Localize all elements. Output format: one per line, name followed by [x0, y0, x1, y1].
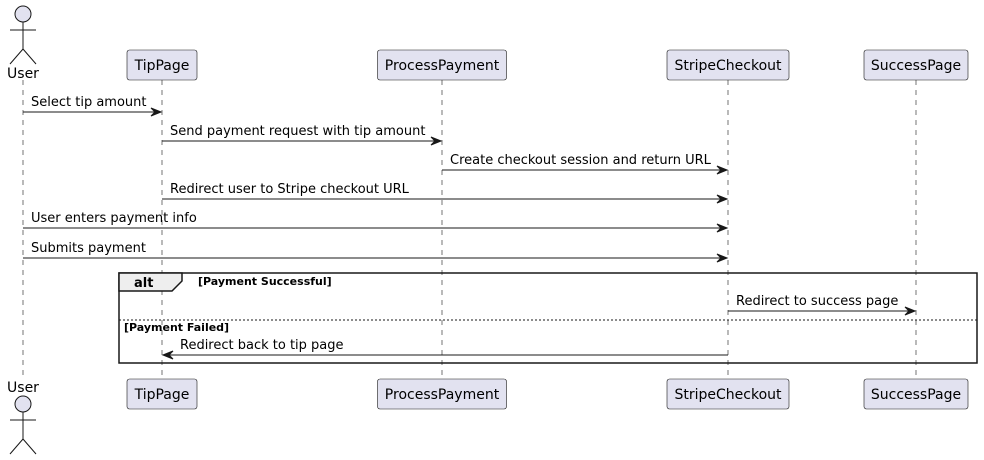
participant-box: [377, 49, 507, 81]
lifelines: [22, 80, 917, 379]
participant-user-bottom: User: [7, 380, 39, 455]
message-7: Redirect to success page: [728, 294, 917, 316]
participant-user-top: User: [7, 5, 39, 82]
message-arrowhead: [716, 165, 729, 175]
message-4: Redirect user to Stripe checkout URL: [162, 182, 729, 204]
message-label: User enters payment info: [31, 211, 197, 226]
message-label: Send payment request with tip amount: [170, 124, 425, 139]
participant-processpayment-top: ProcessPayment: [377, 49, 507, 81]
participant-label: TipPage: [134, 387, 190, 403]
message-label: Submits payment: [31, 241, 146, 256]
alt-condition-failed: [Payment Failed]: [124, 321, 229, 334]
participant-box: [863, 49, 969, 81]
participants: UserUserTipPageTipPageProcessPaymentProc…: [7, 5, 969, 455]
actor-leg-left: [9, 438, 24, 455]
message-8: Redirect back to tip page: [161, 338, 728, 360]
message-label: Redirect back to tip page: [180, 338, 344, 353]
participant-label: ProcessPayment: [385, 58, 500, 74]
message-2: Send payment request with tip amount: [162, 124, 443, 146]
message-label: Select tip amount: [31, 95, 147, 110]
alt-keyword: alt: [134, 276, 153, 291]
message-5: User enters payment info: [23, 211, 729, 233]
participant-box: [126, 49, 198, 81]
actor-leg-left: [9, 48, 24, 65]
message-3: Create checkout session and return URL: [442, 153, 729, 175]
participant-label: User: [7, 380, 39, 396]
message-arrowhead: [716, 253, 729, 263]
participant-box: [863, 378, 969, 410]
participant-label: ProcessPayment: [385, 387, 500, 403]
actor-leg-right: [22, 48, 37, 65]
participant-box: [126, 378, 198, 410]
alt-frame: alt [Payment Successful] [Payment Failed…: [118, 272, 978, 364]
alt-frame-tab: [118, 272, 183, 292]
participant-stripecheckout-top: StripeCheckout: [666, 49, 790, 81]
participant-box: [666, 378, 790, 410]
message-arrowhead: [430, 136, 443, 146]
actor-head: [14, 395, 32, 413]
participant-processpayment-bottom: ProcessPayment: [377, 378, 507, 410]
participant-successpage-bottom: SuccessPage: [863, 378, 969, 410]
participant-label: User: [7, 66, 39, 82]
actor-head: [14, 5, 32, 23]
message-1: Select tip amount: [23, 95, 163, 117]
participant-box: [666, 49, 790, 81]
actor-leg-right: [22, 438, 37, 455]
message-6: Submits payment: [23, 241, 729, 263]
message-arrowhead: [161, 350, 174, 360]
participant-tippage-bottom: TipPage: [126, 378, 198, 410]
participant-label: SuccessPage: [871, 58, 961, 74]
message-arrowhead: [716, 223, 729, 233]
message-label: Create checkout session and return URL: [450, 153, 712, 168]
message-arrowhead: [150, 107, 163, 117]
alt-condition-success: [Payment Successful]: [198, 275, 332, 288]
participant-label: StripeCheckout: [674, 58, 782, 74]
message-label: Redirect to success page: [736, 294, 898, 309]
participant-tippage-top: TipPage: [126, 49, 198, 81]
message-arrowhead: [904, 306, 917, 316]
participant-successpage-top: SuccessPage: [863, 49, 969, 81]
message-arrowhead: [716, 194, 729, 204]
participant-label: TipPage: [134, 58, 190, 74]
participant-label: SuccessPage: [871, 387, 961, 403]
message-label: Redirect user to Stripe checkout URL: [170, 182, 410, 197]
alt-frame-border: [118, 272, 978, 364]
participant-label: StripeCheckout: [674, 387, 782, 403]
participant-box: [377, 378, 507, 410]
participant-stripecheckout-bottom: StripeCheckout: [666, 378, 790, 410]
